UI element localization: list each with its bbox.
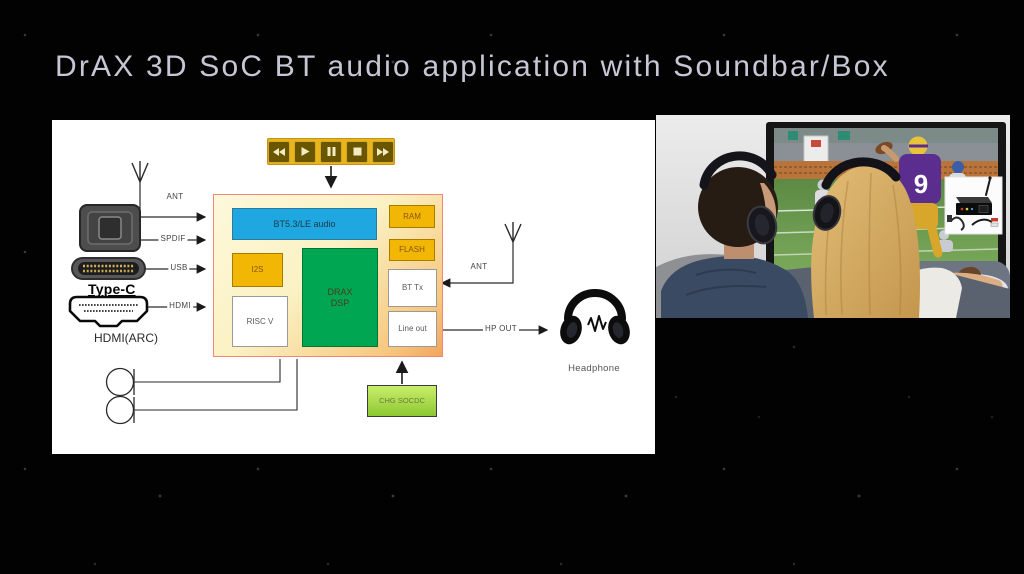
- bt-tx-block: BT Tx: [388, 269, 437, 307]
- aux-jack-icons: [105, 367, 135, 425]
- jack2-wire: [134, 359, 298, 411]
- photo-illustration: 9: [656, 115, 1010, 318]
- hdmi-connector-icon: [68, 295, 149, 328]
- usb-cable-icon: [950, 216, 965, 231]
- play-icon: [301, 147, 309, 156]
- riscv-block: RISC V: [232, 296, 288, 347]
- pause-button: [320, 140, 342, 163]
- dsp-label-line2: DSP: [330, 297, 350, 308]
- ram-block: RAM: [389, 205, 435, 228]
- ant-left-label: ANT: [166, 192, 184, 201]
- pause-icon: [327, 147, 335, 156]
- ant-right-wire: [440, 242, 514, 288]
- jack1-wire: [134, 359, 281, 383]
- headphone-label: Headphone: [568, 363, 620, 374]
- media-player-bar: [267, 138, 395, 165]
- fast-forward-icon: [377, 147, 389, 156]
- man-headphone-band: [699, 151, 777, 190]
- hdmi-arc-label: HDMI(ARC): [94, 331, 158, 345]
- rca-cable-icon: [971, 218, 993, 226]
- antenna-right-icon: [504, 222, 522, 243]
- headphone-icon: [560, 289, 630, 345]
- type-c-label: Type-C: [88, 281, 136, 297]
- charger-dcdc-block: CHG SOCDC: [367, 385, 437, 417]
- rewind-icon: [273, 147, 285, 156]
- bt-audio-block: BT5.3/LE audio: [232, 208, 377, 240]
- slide-title: DrAX 3D SoC BT audio application with So…: [55, 50, 890, 83]
- drax-dsp-block: DRAX DSP: [302, 248, 378, 347]
- antenna-left-icon: [131, 161, 149, 183]
- play-button: [294, 140, 316, 163]
- bt-transmitter-inset: [944, 176, 1003, 235]
- woman-headphone-band: [821, 157, 901, 190]
- flash-block: FLASH: [389, 239, 435, 261]
- usb-label: USB: [168, 263, 190, 272]
- lifestyle-photo: 9: [656, 115, 1010, 318]
- stop-icon: [353, 147, 361, 156]
- tv-jersey-number: 9: [914, 169, 928, 199]
- rewind-button: [268, 140, 290, 163]
- soundbar-block-diagram: BT5.3/LE audio RAM FLASH I2S DRAX DSP RI…: [52, 120, 655, 454]
- diagram-wires-layer: [68, 161, 630, 425]
- stop-button: [346, 140, 368, 163]
- spdif-optical-connector-icon: [79, 204, 141, 252]
- hp-out-label: HP OUT: [483, 324, 519, 333]
- ant-right-label: ANT: [470, 262, 488, 271]
- fast-forward-button: [372, 140, 394, 163]
- dsp-label-line1: DRAX: [327, 287, 353, 298]
- hdmi-label: HDMI: [167, 301, 193, 310]
- usb-c-connector-icon: [71, 257, 146, 280]
- woman-with-headphones: [811, 157, 962, 318]
- i2s-block: I2S: [232, 253, 283, 287]
- transmitter-antenna-icon: [985, 178, 991, 196]
- man-with-headphones: [661, 151, 808, 318]
- spdif-label: SPDIF: [158, 234, 188, 243]
- line-out-block: Line out: [388, 311, 437, 347]
